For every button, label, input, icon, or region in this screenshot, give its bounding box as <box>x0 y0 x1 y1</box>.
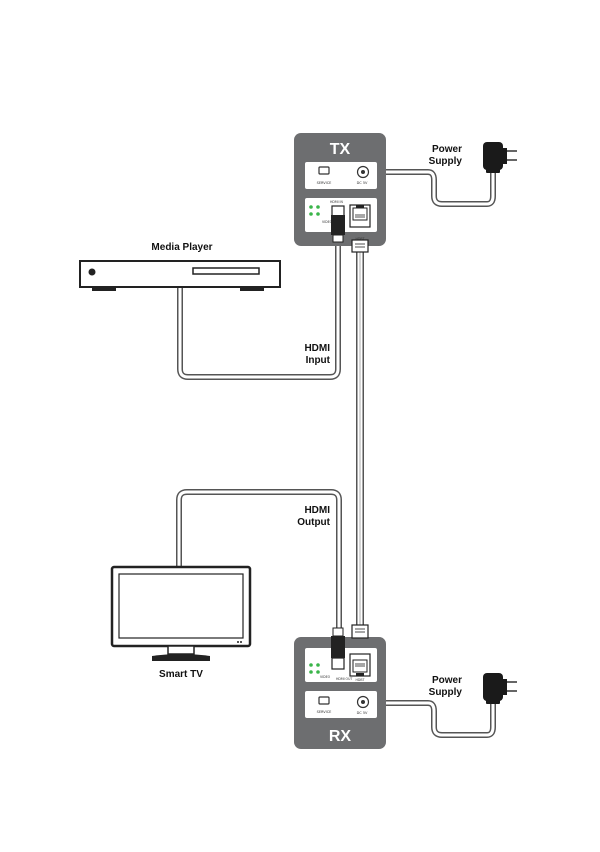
tx-power-adapter-icon <box>483 142 517 173</box>
tx-hdmi-in-label: HDMI IN <box>330 200 343 204</box>
rx-video-label: VIDEO <box>320 675 331 679</box>
rx-hdmi-out-label: HDMI OUT <box>336 677 352 681</box>
rx-service-port-icon <box>318 696 330 705</box>
tx-dc-label: DC 5V <box>357 181 368 185</box>
rx-power-adapter-icon <box>483 673 517 704</box>
tx-rj45-plug-icon <box>351 239 369 253</box>
tx-service-port-icon <box>318 166 330 175</box>
rx-hdbt-label: HDBT <box>356 678 365 682</box>
tx-hdbt-label: HDBT <box>356 237 365 241</box>
tx-hdmi-plug-icon <box>331 205 345 217</box>
smart-tv-icon <box>110 565 252 661</box>
rx-power-label-line2: Supply <box>429 687 463 698</box>
hdmi-output-label-line2: Output <box>297 517 330 528</box>
tx-service-label: SERVICE <box>317 181 332 185</box>
tx-unit: TX SERVICE DC 5V VIDEO HDMI IN HDBT <box>294 133 386 246</box>
rx-hdmi-plug-icon <box>332 627 344 637</box>
rx-led-icon <box>309 663 313 667</box>
tx-led-icon <box>309 205 313 209</box>
tx-video-label: VIDEO <box>322 220 333 224</box>
tx-title: TX <box>330 141 351 158</box>
rx-rj45-plug-icon <box>351 624 369 639</box>
rx-power-label-line1: Power <box>432 675 462 686</box>
media-player-icon <box>79 260 281 291</box>
rx-service-label: SERVICE <box>317 710 332 714</box>
hdmi-input-label-line2: Input <box>306 355 331 366</box>
hdmi-input-label-line1: HDMI <box>304 343 330 354</box>
rx-unit: VIDEO HDMI OUT HDBT SERVICE DC 5V RX <box>294 627 386 749</box>
hdmi-output-label-line1: HDMI <box>304 505 330 516</box>
tx-power-label-line2: Supply <box>429 156 463 167</box>
smart-tv-label: Smart TV <box>159 669 203 680</box>
tx-power-label-line1: Power <box>432 144 462 155</box>
rx-title: RX <box>329 728 352 745</box>
rx-dc-label: DC 5V <box>357 711 368 715</box>
media-player-label: Media Player <box>151 242 212 253</box>
